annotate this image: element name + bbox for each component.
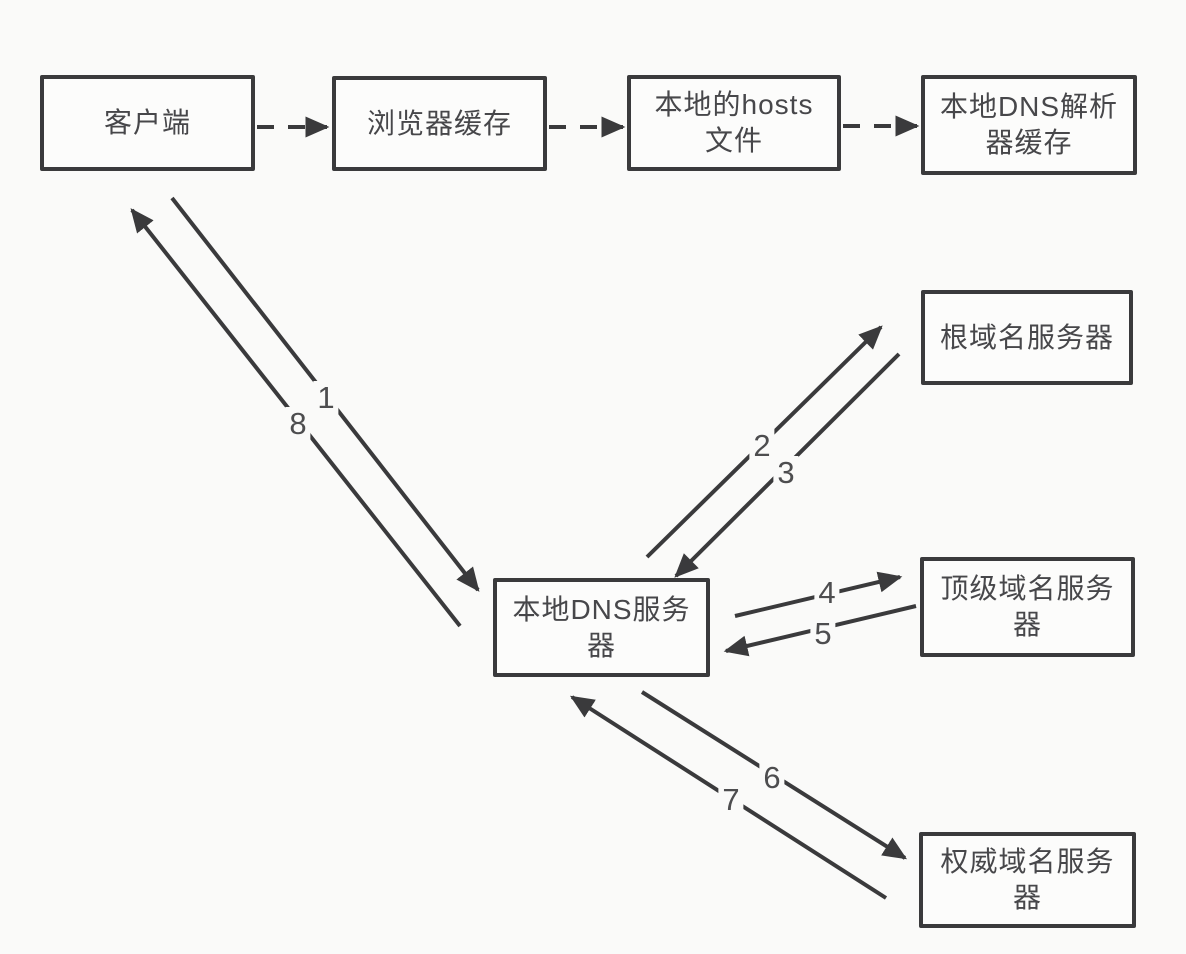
node-tld-name-server: 顶级域名服务 器 (920, 557, 1135, 657)
node-hosts-file-label-line1: 本地的hosts (654, 89, 814, 120)
node-root-name-server: 根域名服务器 (921, 290, 1133, 385)
node-auth-server-label-line2: 器 (1012, 882, 1042, 913)
node-root-server-label: 根域名服务器 (939, 321, 1114, 353)
node-browser-cache-label: 浏览器缓存 (366, 107, 512, 139)
node-browser-cache: 浏览器缓存 (332, 76, 547, 171)
node-local-dns-label-line1: 本地DNS服务 (512, 593, 691, 625)
node-hosts-file: 本地的hosts 文件 (627, 75, 841, 171)
node-client: 客户端 (40, 75, 255, 171)
edge-label-step-3: 3 (773, 456, 799, 490)
node-auth-server-label-line1: 权威域名服务 (940, 846, 1115, 877)
node-local-dns-label-line2: 器 (586, 629, 616, 661)
edge-label-step-1: 1 (313, 381, 339, 415)
node-local-dns-server: 本地DNS服务 器 (493, 578, 710, 677)
edge-label-step-8: 8 (285, 407, 311, 441)
node-tld-server-label-line2: 器 (1012, 609, 1042, 640)
node-resolver-cache-label-line2: 器缓存 (985, 127, 1073, 158)
edge-label-step-4: 4 (814, 576, 840, 610)
node-tld-server-label-line1: 顶级域名服务 (940, 573, 1115, 604)
node-authoritative-name-server: 权威域名服务 器 (919, 832, 1136, 928)
edge-label-step-2: 2 (749, 429, 775, 463)
node-local-dns-resolver-cache: 本地DNS解析 器缓存 (921, 75, 1137, 175)
edge-label-step-5: 5 (810, 617, 836, 651)
node-resolver-cache-label-line1: 本地DNS解析 (939, 91, 1119, 122)
node-hosts-file-label-line2: 文件 (704, 125, 763, 156)
node-client-label: 客户端 (103, 107, 191, 138)
edge-label-step-7: 7 (718, 783, 744, 817)
edge-label-step-6: 6 (759, 761, 785, 795)
